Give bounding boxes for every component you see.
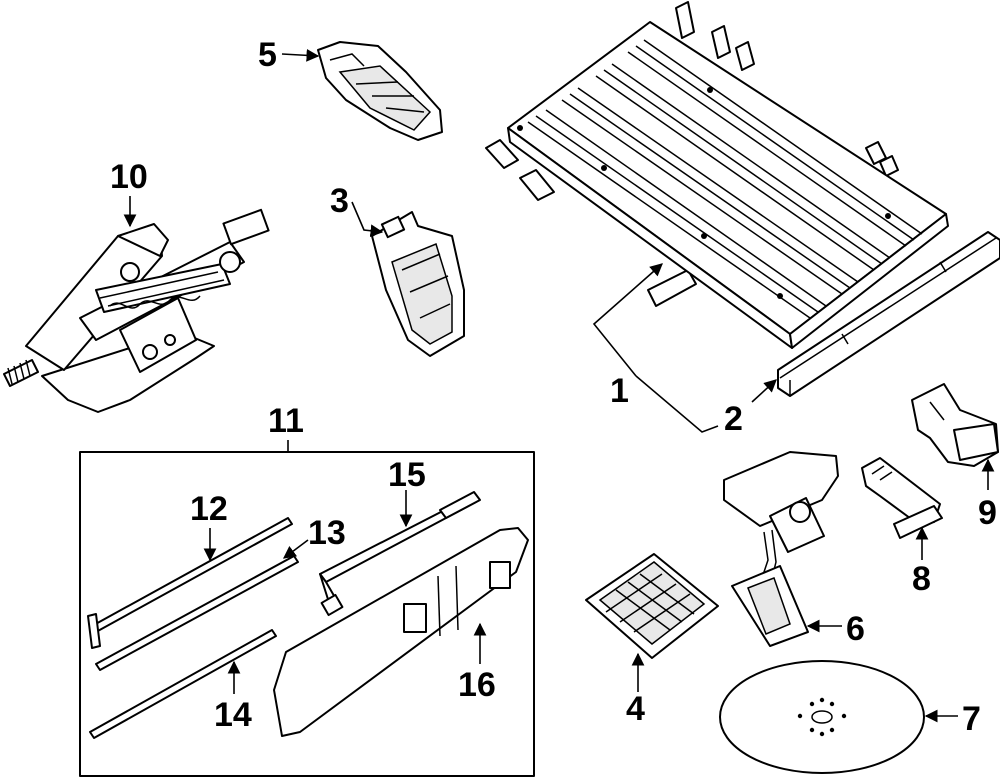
callout-5: 5	[258, 36, 277, 74]
callout-16: 16	[458, 666, 496, 704]
lug-wrench-part	[319, 491, 481, 617]
callout-6: 6	[846, 610, 865, 648]
callout-3: 3	[330, 182, 349, 220]
callout-12: 12	[190, 490, 228, 528]
mount-bracket-part	[317, 41, 443, 141]
rod-part	[89, 629, 277, 739]
callout-13: 13	[308, 514, 346, 552]
floor-pan-part	[485, 1, 949, 349]
tire-hoist-part	[723, 451, 839, 647]
callout-2: 2	[724, 400, 743, 438]
callout-11: 11	[268, 402, 304, 440]
lock-cylinder-part	[861, 457, 943, 539]
callout-labels: 1 2 3 4 5 6 7 8 9 10 11 12 13 14 15 16	[110, 36, 997, 738]
leaders	[123, 48, 995, 723]
scissor-jack-part	[3, 208, 270, 413]
callout-4: 4	[626, 690, 645, 728]
carrier-plate-part	[585, 553, 719, 659]
tool-bag-part	[273, 527, 529, 737]
bracket-part	[371, 211, 465, 357]
tool-kit-box	[79, 451, 535, 777]
callout-15: 15	[388, 456, 426, 494]
callout-1: 1	[610, 372, 629, 410]
callout-14: 14	[214, 696, 252, 734]
tire-cover-part	[719, 660, 925, 774]
callout-9: 9	[978, 494, 997, 532]
callout-8: 8	[912, 560, 931, 598]
extension-rod-part	[95, 555, 299, 671]
callout-7: 7	[962, 700, 981, 738]
crossmember-rail-part	[777, 231, 1000, 397]
jack-handle-part	[87, 517, 293, 649]
tube-guide-part	[911, 383, 999, 467]
callout-10: 10	[110, 158, 148, 196]
